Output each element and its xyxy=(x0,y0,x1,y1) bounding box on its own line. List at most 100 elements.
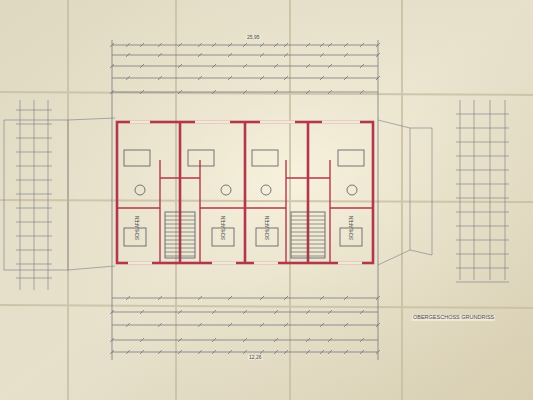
dimension-tick xyxy=(110,310,114,314)
dimension-tick xyxy=(274,64,278,68)
dimension-tick xyxy=(228,53,232,57)
dimension-label: 25,95 xyxy=(246,35,261,40)
dimension-tick xyxy=(456,170,509,171)
dimension-tick xyxy=(360,350,364,354)
dimension-tick xyxy=(198,53,202,57)
dimension-tick xyxy=(306,64,310,68)
dimension-tick xyxy=(16,208,52,209)
dimension-tick xyxy=(260,350,264,354)
sheet-title: OBERGESCHOSS GRUNDRISS xyxy=(412,315,495,321)
dimension-tick xyxy=(110,338,114,342)
dimension-tick xyxy=(165,220,195,221)
dimension-tick xyxy=(126,43,130,47)
dimension-tick xyxy=(456,226,509,227)
room-label: SCHLAFEN xyxy=(350,216,355,240)
dimension-tick xyxy=(165,252,195,253)
dimension-tick xyxy=(212,350,216,354)
dimension-tick xyxy=(284,43,288,47)
dimension-tick xyxy=(456,268,509,269)
dimension-tick xyxy=(212,64,216,68)
dimension-tick xyxy=(110,90,114,94)
dimension-tick xyxy=(165,236,195,237)
dimension-tick xyxy=(228,323,232,327)
dimension-tick xyxy=(291,244,325,245)
dimension-tick xyxy=(140,338,144,342)
dimension-tick xyxy=(165,248,195,249)
dimension-tick xyxy=(178,90,182,94)
dimension-tick xyxy=(344,296,348,300)
dimension-tick xyxy=(360,338,364,342)
dimension-tick xyxy=(165,244,195,245)
dimension-tick xyxy=(260,53,264,57)
dimension-tick xyxy=(456,156,509,157)
dimension-tick xyxy=(260,296,264,300)
dimension-tick xyxy=(376,43,380,47)
dimension-tick xyxy=(228,76,232,80)
room-label: SCHLAFEN xyxy=(136,216,141,240)
dimension-tick xyxy=(320,53,324,57)
dimension-tick xyxy=(126,323,130,327)
dimension-tick xyxy=(344,323,348,327)
dimension-tick xyxy=(110,350,114,354)
dimension-tick xyxy=(274,43,278,47)
dimension-tick xyxy=(360,43,364,47)
dimension-tick xyxy=(274,310,278,314)
dimension-tick xyxy=(165,232,195,233)
dimension-tick xyxy=(456,114,509,115)
dimension-tick xyxy=(140,90,144,94)
dimension-tick xyxy=(126,350,130,354)
dimension-tick xyxy=(360,310,364,314)
dimension-tick xyxy=(456,198,509,199)
dimension-tick xyxy=(140,43,144,47)
dimension-tick xyxy=(158,76,162,80)
dimension-tick xyxy=(178,338,182,342)
dimension-tick xyxy=(284,76,288,80)
dimension-tick xyxy=(16,124,52,125)
dimension-tick xyxy=(320,350,324,354)
dimension-tick xyxy=(320,43,324,47)
dimension-tick xyxy=(158,53,162,57)
dimension-tick xyxy=(212,90,216,94)
dimension-tick xyxy=(456,212,509,213)
dimension-tick xyxy=(306,350,310,354)
dimension-tick xyxy=(126,76,130,80)
dimension-tick xyxy=(165,216,195,217)
dimension-tick xyxy=(360,90,364,94)
dimension-tick xyxy=(284,323,288,327)
dimension-tick xyxy=(306,90,310,94)
dimension-tick xyxy=(140,310,144,314)
dimension-tick xyxy=(126,53,130,57)
dimension-tick xyxy=(320,76,324,80)
dimension-tick xyxy=(243,64,247,68)
dimension-tick xyxy=(274,350,278,354)
dimension-tick xyxy=(140,350,144,354)
dimension-tick xyxy=(376,323,380,327)
dimension-tick xyxy=(126,296,130,300)
dimension-tick xyxy=(16,250,52,251)
dimension-tick xyxy=(306,338,310,342)
dimension-tick xyxy=(165,256,195,257)
dimension-tick xyxy=(320,323,324,327)
dimension-tick xyxy=(456,254,509,255)
dimension-tick xyxy=(110,64,114,68)
dimension-tick xyxy=(291,256,325,257)
dimension-tick xyxy=(328,350,332,354)
dimension-tick xyxy=(212,338,216,342)
room-label: SCHLAFEN xyxy=(266,216,271,240)
dimension-tick xyxy=(178,310,182,314)
dimension-label: 12,26 xyxy=(248,355,263,360)
dimension-tick xyxy=(16,222,52,223)
dimension-tick xyxy=(376,350,380,354)
dimension-tick xyxy=(260,76,264,80)
dimension-tick xyxy=(228,296,232,300)
dimension-tick xyxy=(243,43,247,47)
dimension-tick xyxy=(212,310,216,314)
dimension-tick xyxy=(16,180,52,181)
dimension-tick xyxy=(260,323,264,327)
dimension-tick xyxy=(16,138,52,139)
dimension-tick xyxy=(165,240,195,241)
dimension-tick xyxy=(16,166,52,167)
dimension-tick xyxy=(291,252,325,253)
dimension-tick xyxy=(158,43,162,47)
